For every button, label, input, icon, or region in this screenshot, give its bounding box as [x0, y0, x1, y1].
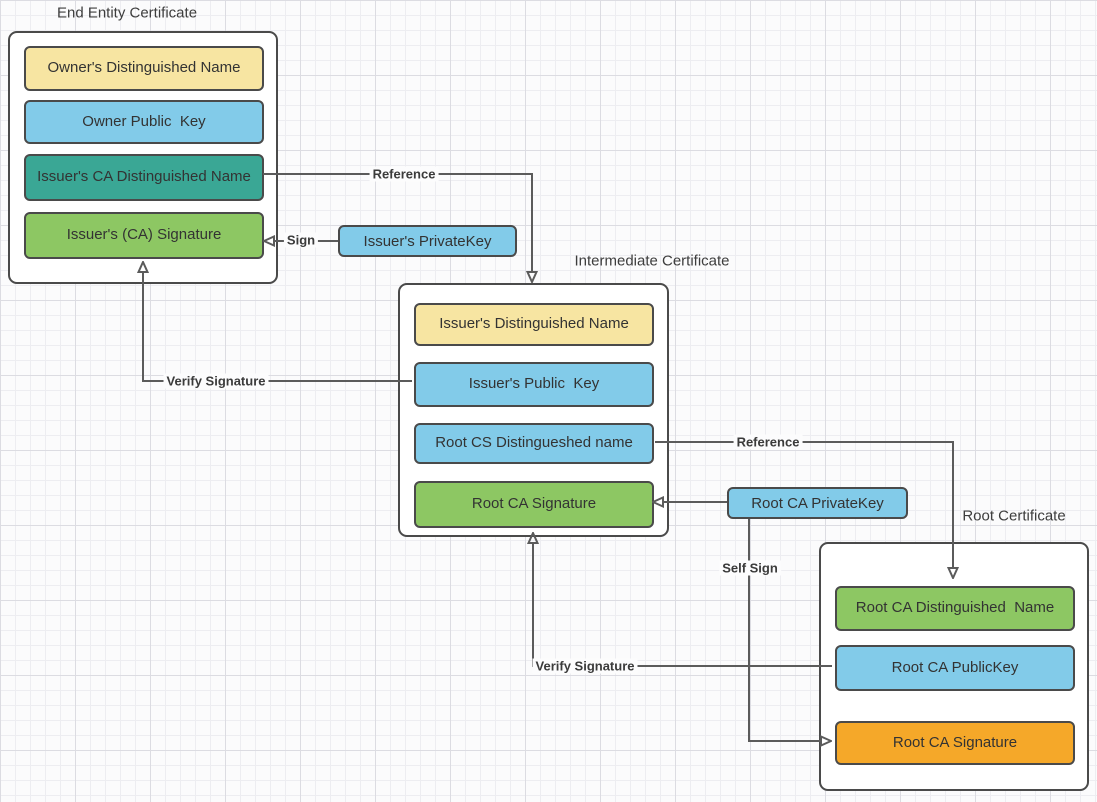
reference-arrow-to-intermediate	[263, 173, 532, 273]
field-issuers-ca-signature: Issuer's (CA) Signature	[24, 212, 264, 259]
reference-label-intermediate: Reference	[369, 166, 439, 182]
field-root-ca-publickey: Root CA PublicKey	[835, 645, 1075, 691]
field-owners-distinguished-name: Owner's Distinguished Name	[24, 46, 264, 91]
key-label: Root CA PrivateKey	[751, 494, 884, 512]
field-label: Issuer's Distinguished Name	[439, 315, 629, 333]
end-entity-certificate-title: End Entity Certificate	[56, 4, 198, 22]
field-label: Root CS Distingueshed name	[435, 434, 633, 452]
self-sign-label: Self Sign	[719, 560, 781, 576]
field-root-ca-distinguished-name: Root CA Distinguished Name	[835, 586, 1075, 631]
field-label: Root CA Signature	[892, 733, 1018, 751]
root-certificate-title: Root Certificate	[962, 507, 1066, 525]
verify-signature-label-intermediate: Verify Signature	[532, 658, 638, 674]
field-label: Issuer's Public Key	[468, 375, 600, 393]
root-ca-privatekey-box: Root CA PrivateKey	[727, 487, 908, 519]
field-label: Owner Public Key	[82, 112, 206, 130]
verify-signature-label-end-entity: Verify Signature	[163, 373, 269, 389]
field-issuers-public-key: Issuer's Public Key	[414, 362, 654, 407]
self-sign-arrow	[748, 519, 822, 741]
field-owner-public-key: Owner Public Key	[24, 100, 264, 144]
field-label: Root CA Distinguished Name	[855, 599, 1055, 617]
root-certificate-box: Root CA Distinguished Name Root CA Publi…	[819, 542, 1089, 791]
issuers-privatekey-box: Issuer's PrivateKey	[338, 225, 517, 257]
verify-signature-arrow-intermediate	[533, 542, 832, 667]
field-issuers-ca-distinguished-name: Issuer's CA Distinguished Name	[24, 154, 264, 201]
key-label: Issuer's PrivateKey	[363, 232, 492, 250]
field-label: Root CA Signature	[471, 495, 597, 513]
field-root-cs-distingueshed-name: Root CS Distingueshed name	[414, 423, 654, 464]
field-label: Owner's Distinguished Name	[47, 59, 241, 77]
field-issuers-distinguished-name: Issuer's Distinguished Name	[414, 303, 654, 346]
intermediate-certificate-title: Intermediate Certificate	[574, 252, 730, 270]
sign-label: Sign	[283, 232, 319, 248]
reference-label-root: Reference	[733, 434, 803, 450]
intermediate-certificate-box: Issuer's Distinguished Name Issuer's Pub…	[398, 283, 669, 537]
field-root-ca-signature-intermediate: Root CA Signature	[414, 481, 654, 528]
field-label: Issuer's CA Distinguished Name	[37, 168, 251, 186]
verify-signature-arrow-end-entity	[143, 271, 412, 382]
field-label: Root CA PublicKey	[891, 658, 1019, 676]
field-label: Issuer's (CA) Signature	[66, 226, 222, 244]
end-entity-certificate-box: Owner's Distinguished Name Owner Public …	[8, 31, 278, 284]
field-root-ca-signature: Root CA Signature	[835, 721, 1075, 765]
